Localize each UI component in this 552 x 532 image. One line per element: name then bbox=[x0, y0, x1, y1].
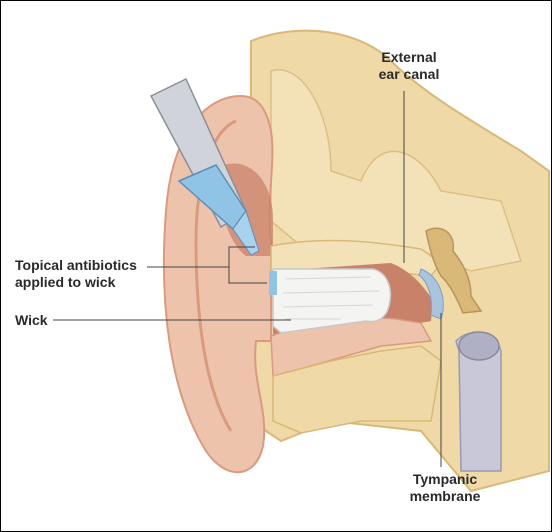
label-topical-antibiotics: Topical antibiotics applied to wick bbox=[15, 257, 137, 291]
tube-opening bbox=[458, 331, 500, 361]
label-wick: Wick bbox=[15, 312, 48, 328]
leader-topical bbox=[147, 246, 267, 284]
wick-texture bbox=[282, 276, 380, 320]
label-topical-line1: Topical antibiotics bbox=[15, 257, 137, 273]
label-external-ear-canal: External ear canal bbox=[369, 49, 449, 83]
wick-tip-blue bbox=[269, 271, 277, 295]
canal-floor-bone bbox=[272, 345, 442, 434]
label-tympanic-line2: membrane bbox=[409, 488, 481, 504]
tympanic-membrane bbox=[418, 268, 444, 320]
label-external-ear-canal-line2: ear canal bbox=[378, 66, 440, 82]
applicator-nozzle bbox=[232, 209, 260, 256]
label-tympanic-membrane: Tympanic membrane bbox=[403, 471, 487, 505]
label-topical-line2: applied to wick bbox=[15, 274, 116, 290]
label-external-ear-canal-line1: External bbox=[381, 49, 437, 65]
label-tympanic-line1: Tympanic bbox=[412, 471, 478, 487]
wick bbox=[272, 268, 392, 334]
ossicles bbox=[425, 227, 483, 314]
bone-upper bbox=[270, 68, 522, 272]
